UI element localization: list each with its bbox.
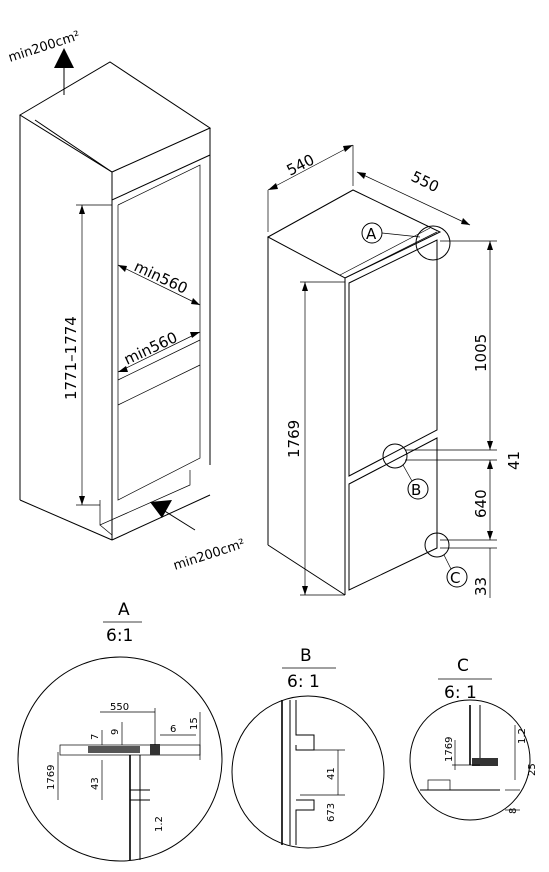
detail-c: C 6: 1 1769 1.2 25 8 [409,656,538,821]
detail-b: B 6: 1 41 673 [231,646,385,849]
detail-c-dim-1-2: 1.2 [517,728,528,744]
upper-door-label: 1005 [472,334,490,372]
detail-a-title: A [118,600,130,620]
niche-cabinet: min200cm² 1771–1774 min560 min560 [7,29,247,574]
width-label: 540 [284,151,318,180]
detail-a-dim-15: 15 [189,717,200,730]
depth-label: 550 [408,167,442,196]
appliance-view: 540 550 1769 1005 41 640 33 A [266,144,523,598]
callout-b: B [411,481,421,499]
detail-a-dim-1-2: 1.2 [154,816,165,832]
niche-height-label: 1771–1774 [62,316,80,400]
callout-a: A [366,225,377,243]
top-vent-label: min200cm² [7,29,82,66]
height-label: 1769 [285,420,303,458]
detail-b-dim-41: 41 [326,767,337,780]
gap-label: 41 [505,451,523,470]
detail-a-dim-1769: 1769 [46,765,57,790]
detail-c-dim-8: 8 [508,808,519,814]
detail-b-scale: 6: 1 [287,672,320,692]
detail-a: A 6:1 550 7 9 6 15 1769 43 1.2 [17,600,223,862]
detail-a-dim-6: 6 [170,724,176,735]
detail-a-dim-550: 550 [110,702,129,713]
detail-c-title: C [457,656,469,676]
bottom-label: 33 [472,577,490,596]
detail-b-title: B [300,646,312,666]
detail-a-dim-7: 7 [90,734,101,740]
detail-a-dim-9: 9 [110,729,121,735]
detail-c-dim-25: 25 [527,763,538,776]
callout-c: C [450,569,460,587]
detail-b-dim-673: 673 [326,803,337,822]
niche-depth-lower-label: min560 [121,328,180,368]
bottom-vent-label: min200cm² [172,537,247,574]
lower-door-label: 640 [472,489,490,518]
niche-depth-upper-label: min560 [131,257,190,297]
detail-c-scale: 6: 1 [444,683,477,703]
detail-a-dim-43: 43 [90,777,101,790]
detail-a-scale: 6:1 [106,626,133,646]
detail-c-dim-1769: 1769 [444,737,455,762]
